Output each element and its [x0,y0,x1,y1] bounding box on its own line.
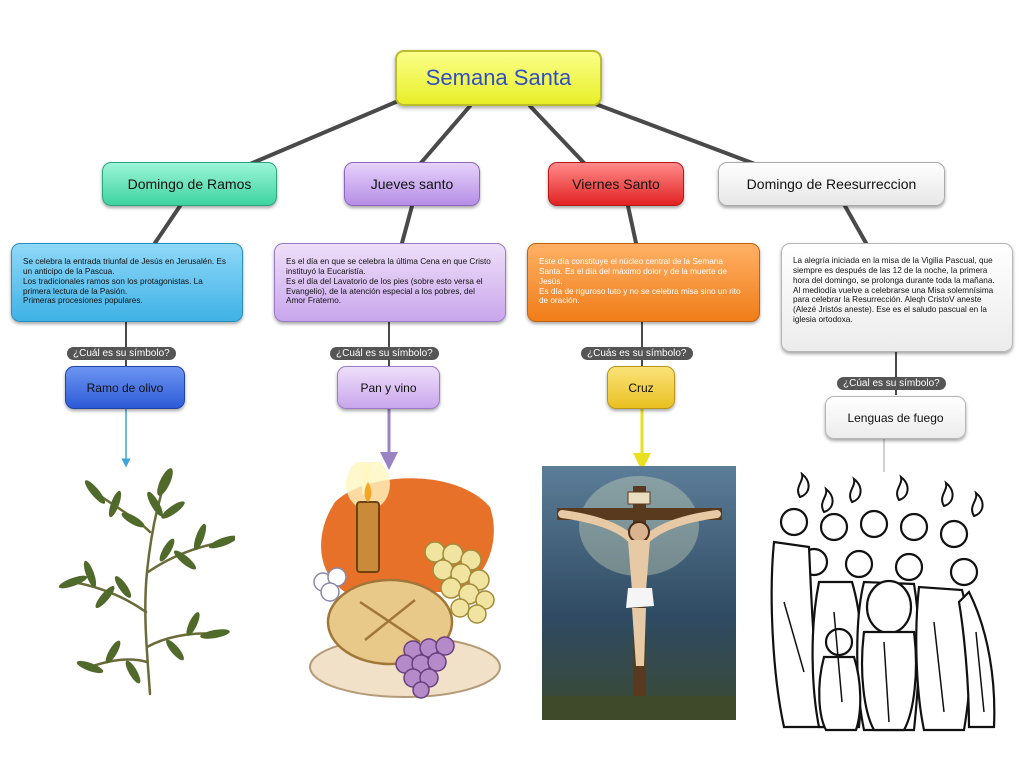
connector-root-b4 [583,98,757,166]
description-text: Se celebra la entrada triunfal de Jesús … [23,257,226,276]
connector-b1-desc [153,204,182,245]
branch-title: Jueves santo [370,176,454,192]
symbol-label: Ramo de olivo [86,380,164,395]
connector-root-b3 [528,104,587,166]
description-text: Primeras procesiones populares. [23,296,143,306]
question-label: ¿Cuál es su símbolo? [67,347,176,360]
symbol-label: Pan y vino [360,380,417,395]
description-domingo-de-ramos: Se celebra la entrada triunfal de Jesús … [11,243,243,322]
branch-domingo-de-ramos[interactable]: Domingo de Ramos [102,162,277,206]
branch-title: Domingo de Reesurreccion [746,176,917,192]
symbol-cruz[interactable]: Cruz [607,366,675,409]
description-text: Es el día en que se celebra la última Ce… [286,257,491,276]
description-text: Es el día del Lavatorio de los pies (sob… [286,276,483,306]
question-label: ¿Cuás es su símbolo? [581,347,693,360]
symbol-pan-y-vino[interactable]: Pan y vino [337,366,440,409]
description-text: Los tradicionales ramos son los protagon… [23,276,203,296]
tongues-of-fire-icon [764,472,1000,735]
question-label: ¿Cúal es su símbolo? [837,377,946,390]
description-viernes-santo: Este día constituye el núcleo central de… [527,243,760,322]
symbol-label: Lenguas de fuego [847,410,944,425]
root-title: Semana Santa [425,65,572,90]
crucifix-icon [542,466,736,720]
connector-b2-desc [400,204,414,245]
description-text: Este día constituye el núcleo central de… [539,257,727,286]
root-node[interactable]: Semana Santa [395,50,602,106]
connector-b4-desc [843,204,868,245]
olive-branch-icon [58,468,235,696]
branch-jueves-santo[interactable]: Jueves santo [344,162,480,206]
description-text: Al mediodía vuelve a celebrarse una Misa… [793,285,994,325]
branch-title: Viernes Santo [572,176,660,192]
branch-viernes-santo[interactable]: Viernes Santo [548,162,684,206]
question-label: ¿Cuál es su símbolo? [330,347,439,360]
symbol-label: Cruz [628,380,654,395]
branch-domingo-de-resurreccion[interactable]: Domingo de Reesurreccion [718,162,945,206]
bread-and-wine-icon [309,462,501,699]
description-text: La alegría iniciada en la misa de la Vig… [793,256,995,285]
description-jueves-santo: Es el día en que se celebra la última Ce… [274,243,506,322]
description-text: Es día de riguroso luto y no se celebra … [539,286,741,306]
description-domingo-de-resurreccion: La alegría iniciada en la misa de la Vig… [781,243,1013,352]
connector-root-b2 [418,104,472,166]
connector-root-b1 [248,94,412,166]
connector-b3-desc [626,204,638,245]
branch-title: Domingo de Ramos [127,176,252,192]
symbol-ramo-de-olivo[interactable]: Ramo de olivo [65,366,185,409]
symbol-lenguas-de-fuego[interactable]: Lenguas de fuego [825,396,966,439]
